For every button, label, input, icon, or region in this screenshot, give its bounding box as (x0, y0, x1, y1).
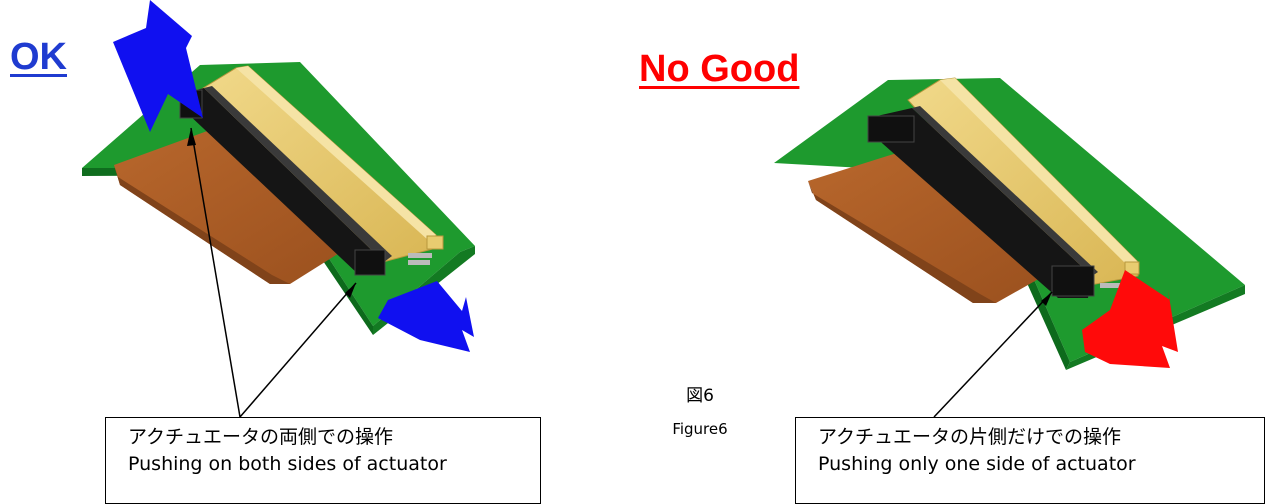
ok-push-arrow-top (113, 0, 203, 132)
ng-caption-box: アクチュエータの片側だけでの操作 Pushing only one side o… (795, 417, 1265, 504)
ok-illustration (82, 0, 475, 418)
ok-title: OK (10, 36, 67, 78)
ok-caption-jp: アクチュエータの両側での操作 (128, 426, 394, 448)
no-good-title: No Good (639, 48, 800, 90)
ng-fpc-cable (808, 152, 1058, 303)
ng-leader-line (933, 291, 1053, 418)
ng-push-arrow (1082, 270, 1178, 368)
ng-connector-housing (907, 77, 1140, 288)
figure-label-jp: 図6 (686, 386, 714, 406)
ng-illustration (774, 77, 1245, 418)
ng-caption-en: Pushing only one side of actuator (818, 453, 1136, 475)
figure-label-en: Figure6 (672, 420, 728, 438)
ok-connector-housing (199, 65, 444, 265)
ng-caption-jp: アクチュエータの片側だけでの操作 (818, 426, 1122, 448)
ok-fpc-cable (114, 130, 360, 284)
ok-leader-lines (190, 127, 357, 418)
ok-caption-box: アクチュエータの両側での操作 Pushing on both sides of … (105, 417, 541, 504)
ok-push-arrow-bottom (378, 281, 474, 352)
ng-actuator (867, 106, 1098, 298)
ok-caption-en: Pushing on both sides of actuator (128, 453, 447, 475)
